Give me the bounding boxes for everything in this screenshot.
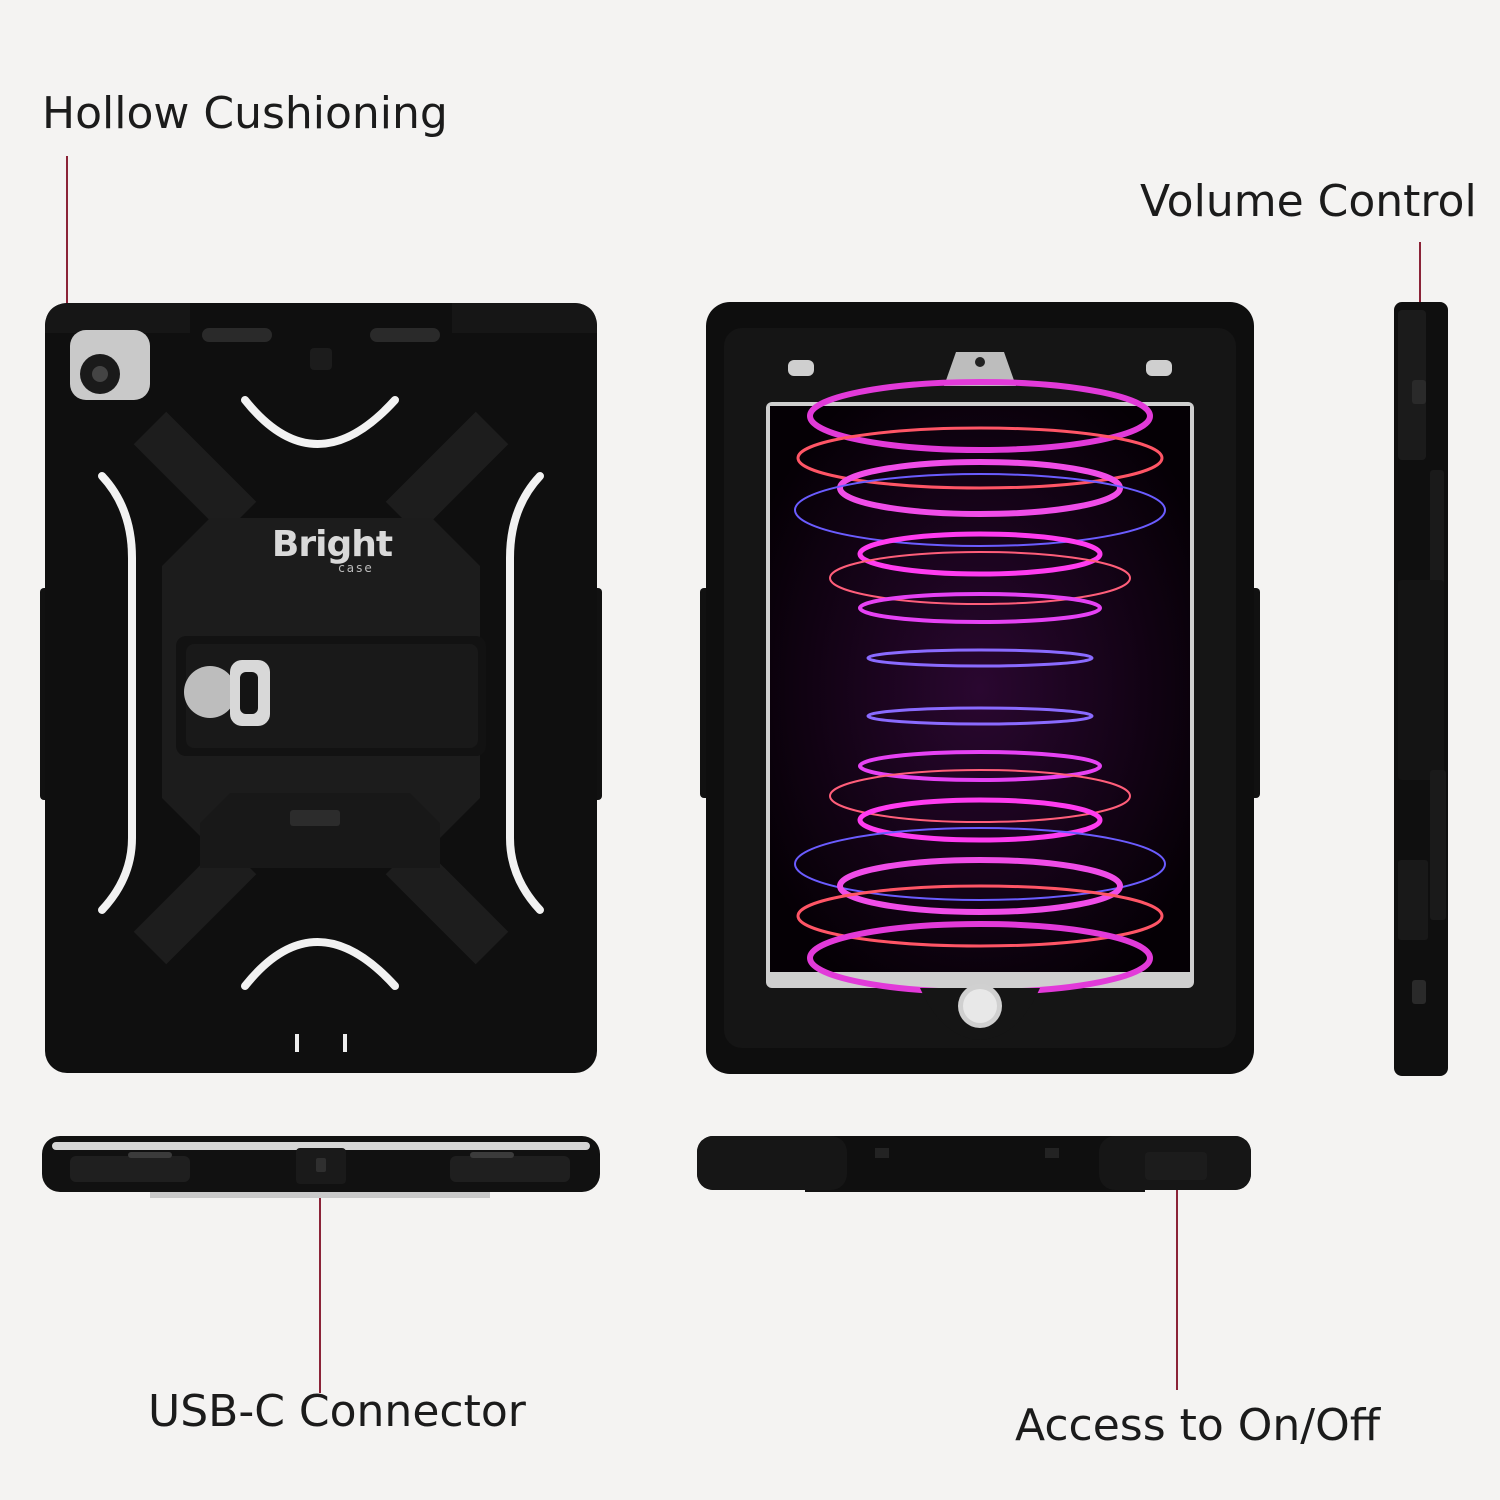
callout-hollow-cushioning: Hollow Cushioning [42,88,448,139]
case-back-view: Bright case [40,298,602,1078]
wallpaper-rings [794,379,1166,995]
callout-usb-c-connector: USB-C Connector [148,1386,526,1437]
case-side-view [1392,300,1452,1078]
brand-logo: Bright case [262,524,402,575]
case-top-edge-view [695,1134,1255,1198]
brand-logo-text: Bright [271,524,393,565]
callout-access-on-off: Access to On/Off [1015,1400,1381,1451]
leader-line-on-off [1176,1165,1178,1390]
leader-line-hollow-cushioning [66,156,68,322]
case-front-view [700,298,1260,1078]
case-bottom-edge-view [40,1134,602,1202]
leader-line-usb-c [319,1165,321,1393]
callout-volume-control: Volume Control [1140,176,1477,227]
brand-logo-subtext: case [338,561,374,575]
